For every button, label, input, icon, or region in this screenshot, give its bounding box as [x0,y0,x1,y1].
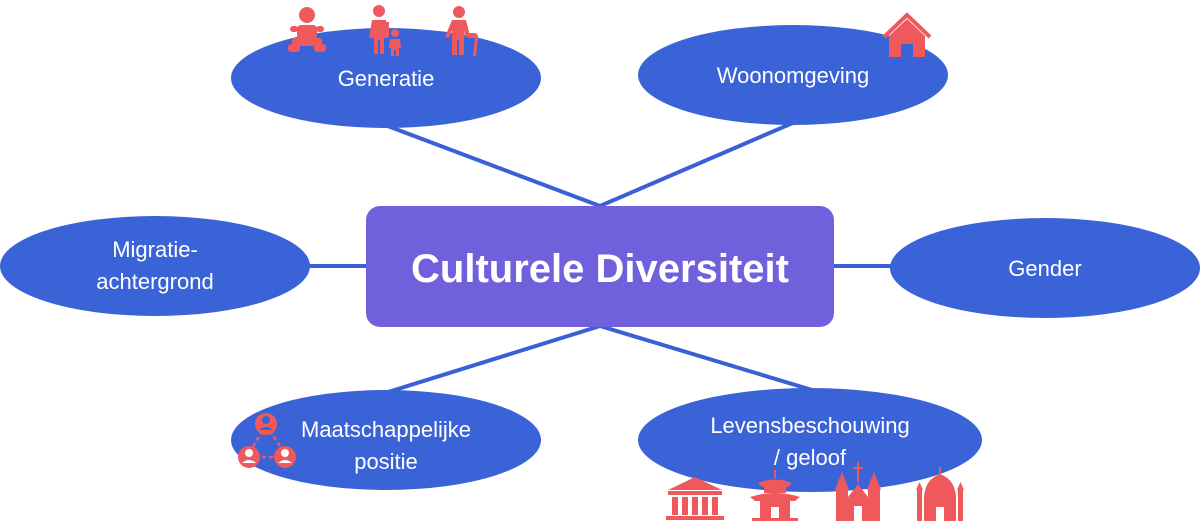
connector-generatie [384,123,601,208]
network-people-icon [238,413,296,468]
connectors [305,120,893,395]
pagoda-icon [750,470,800,521]
node-levensbeschouwing-label-line1: Levensbeschouwing [710,413,909,438]
elderly-person-icon [445,6,478,56]
temple-icon [666,477,724,520]
connector-woonomgeving [599,120,796,208]
node-migratie: Migratie- achtergrond [0,216,310,316]
node-generatie-label: Generatie [338,66,435,91]
node-woonomgeving: Woonomgeving [638,25,948,125]
parent-child-icon [369,5,401,56]
node-woonomgeving-label: Woonomgeving [717,63,869,88]
node-generatie: Generatie [231,28,541,128]
mosque-icon [916,467,964,521]
node-gender: Gender [890,218,1200,318]
node-maatschappelijk-label-line2: positie [354,449,418,474]
center-node: Culturele Diversiteit [366,206,834,327]
node-maatschappelijk: Maatschappelijke positie [231,390,541,490]
node-migratie-label-line2: achtergrond [96,269,213,294]
node-migratie-label-line1: Migratie- [112,237,198,262]
house-icon [882,12,932,57]
connector-levensbeschouwing [599,324,813,392]
church-icon [835,462,881,521]
node-levensbeschouwing: Levensbeschouwing / geloof [638,388,982,492]
node-maatschappelijk-label-line1: Maatschappelijke [301,417,471,442]
node-gender-label: Gender [1008,256,1081,281]
node-levensbeschouwing-label-line2: / geloof [774,445,847,470]
center-title: Culturele Diversiteit [411,247,789,291]
connector-maatschappelijk [384,324,601,395]
baby-icon [288,7,326,52]
